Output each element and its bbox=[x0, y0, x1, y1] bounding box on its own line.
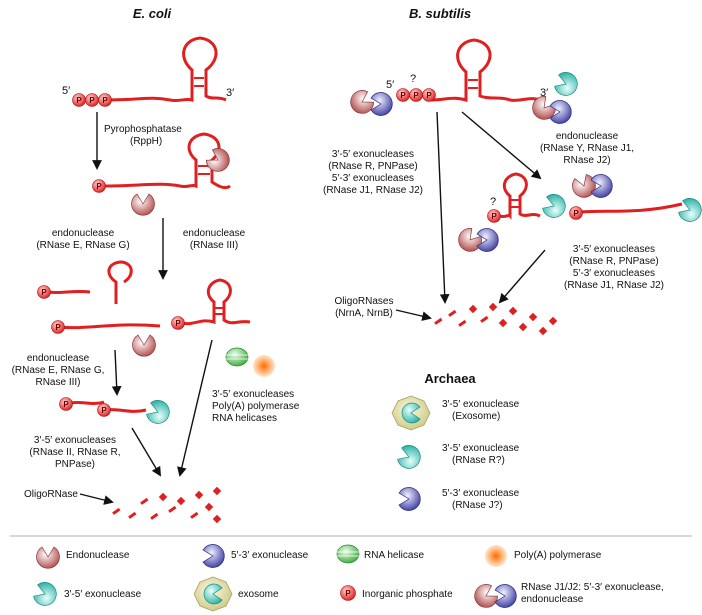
bsub-exoleft-3: 5′-3′ exonucleases bbox=[332, 173, 414, 184]
exo-line3: PNPase) bbox=[55, 459, 95, 470]
bsub-exoright-3: 5′-3′ exonucleases bbox=[573, 268, 655, 279]
poly-line1: 3′-5′ exonucleases bbox=[212, 389, 294, 400]
p-label: P bbox=[573, 209, 579, 218]
bsub-5prime: 5′ bbox=[386, 79, 394, 91]
ecoli-helpers bbox=[225, 347, 275, 377]
archaea-rnaseR-1: 3′-5′ exonuclease bbox=[442, 443, 520, 454]
bsub-nucleotides bbox=[434, 302, 558, 336]
arrow-bsub-left bbox=[436, 111, 450, 304]
arrow-bsub-oligo bbox=[395, 309, 432, 321]
p-label: P bbox=[76, 96, 82, 105]
arrow-bsub-endoY bbox=[461, 111, 542, 180]
legend-rnaseJ-1: RNase J1/J2: 5′-3′ exonuclease, bbox=[521, 582, 664, 593]
bsub-3prime: 3′ bbox=[540, 87, 548, 99]
ecoli-5prime: 5′ bbox=[62, 85, 70, 97]
bsub-exoright-4: (RNase J1, RNase J2) bbox=[564, 280, 664, 291]
p-label: P bbox=[41, 288, 47, 297]
bsub-endoY-3: RNase J2) bbox=[563, 155, 610, 166]
endo1-line1: endonuclease bbox=[52, 228, 115, 239]
phosphate-icon bbox=[340, 585, 356, 601]
bsub-exoright-2: (RNase R, PNPase) bbox=[569, 256, 658, 267]
arrow-endo2 bbox=[111, 349, 122, 396]
bsub-title: B. subtilis bbox=[409, 6, 471, 21]
archaea-title: Archaea bbox=[424, 371, 476, 386]
bsub-oligo-1: OligoRNases bbox=[335, 296, 394, 307]
poly-line2: Poly(A) polymerase bbox=[212, 401, 300, 412]
p-label: P bbox=[96, 182, 102, 191]
arrow-oligo bbox=[79, 493, 114, 505]
legend-phosphate: Inorganic phosphate bbox=[362, 589, 453, 600]
legend-rnaseJ-2: endonuclease bbox=[521, 594, 584, 605]
pyro-line2: (RppH) bbox=[130, 136, 162, 147]
ecoli-nucleotides bbox=[112, 486, 222, 524]
legend-helicase: RNA helicase bbox=[364, 550, 424, 561]
endo2-line2: (RNase E, RNase G, bbox=[12, 365, 105, 376]
legend-endonuclease: Endonuclease bbox=[66, 550, 130, 561]
arrow-bsub-right bbox=[498, 249, 546, 304]
p-label: P bbox=[345, 589, 351, 598]
endo3-line2: (RNase III) bbox=[190, 240, 238, 251]
archaea-rnaseR-2: (RNase R?) bbox=[452, 455, 505, 466]
bsub-oligo-2: (NrnA, NrnB) bbox=[335, 308, 393, 319]
archaea-rnaseR-icon bbox=[395, 442, 424, 473]
rnaseJ-icon bbox=[470, 580, 517, 612]
bsub-cleaved-fragments bbox=[453, 172, 702, 257]
endo2-line3: RNase III) bbox=[35, 377, 80, 388]
legend-polyA: Poly(A) polymerase bbox=[514, 550, 602, 561]
p-label: P bbox=[63, 400, 69, 409]
legend-exosome: exosome bbox=[238, 589, 279, 600]
p-label: P bbox=[101, 406, 107, 415]
bsub-exoleft-1: 3′-5′ exonucleases bbox=[332, 149, 414, 160]
bsub-initial-rna bbox=[346, 38, 581, 125]
arrow-exo bbox=[131, 427, 162, 477]
polyA-icon bbox=[485, 545, 507, 567]
endonuclease-icon bbox=[36, 546, 60, 569]
ecoli-small-fragments bbox=[59, 397, 173, 428]
ecoli-initial-rna bbox=[72, 36, 227, 107]
ecoli-3prime: 3′ bbox=[226, 87, 234, 99]
bsub-exoright-1: 3′-5′ exonucleases bbox=[573, 244, 655, 255]
exo-line2: (RNase II, RNase R, bbox=[29, 447, 120, 458]
bsub-question-2: ? bbox=[490, 196, 496, 208]
exo35-icon bbox=[31, 579, 60, 610]
bsub-endoY-2: (RNase Y, RNase J1, bbox=[540, 143, 634, 154]
legend-exo53: 5′-3′ exonuclease bbox=[231, 550, 309, 561]
p-label: P bbox=[102, 96, 108, 105]
p-label: P bbox=[55, 323, 61, 332]
ecoli-title: E. coli bbox=[133, 6, 172, 21]
legend-exo35: 3′-5′ exonuclease bbox=[64, 589, 142, 600]
archaea-rnaseJ-icon bbox=[398, 487, 421, 511]
poly-line3: RNA helicases bbox=[212, 413, 277, 424]
bsub-exoleft-2: (RNase R, PNPase) bbox=[328, 161, 417, 172]
ecoli-oligo: OligoRNase bbox=[24, 489, 78, 500]
p-label: P bbox=[175, 319, 181, 328]
p-label: P bbox=[400, 91, 406, 100]
helicase-icon bbox=[336, 544, 360, 564]
ecoli-monophosphate-rna bbox=[92, 132, 234, 216]
archaea-rnaseJ-2: (RNase J?) bbox=[452, 500, 503, 511]
archaea-exosome-1: 3′-5′ exonuclease bbox=[442, 399, 520, 410]
p-label: P bbox=[491, 212, 497, 221]
p-label: P bbox=[89, 96, 95, 105]
p-label: P bbox=[426, 91, 432, 100]
exo53-icon bbox=[202, 544, 225, 568]
arrow-poly bbox=[177, 339, 213, 477]
bsub-question: ? bbox=[410, 73, 416, 85]
archaea-rnaseJ-1: 5′-3′ exonuclease bbox=[442, 488, 520, 499]
exo-line1: 3′-5′ exonucleases bbox=[34, 435, 116, 446]
archaea-exosome-icon bbox=[391, 395, 431, 431]
legend: Endonuclease 5′-3′ exonuclease RNA helic… bbox=[31, 544, 664, 612]
pyro-line1: Pyrophosphatase bbox=[104, 124, 182, 135]
archaea-exosome-2: (Exosome) bbox=[452, 411, 500, 422]
p-label: P bbox=[413, 91, 419, 100]
bsub-endoY-1: endonuclease bbox=[556, 131, 619, 142]
endo3-line1: endonuclease bbox=[183, 228, 246, 239]
ecoli-cleaved-fragments bbox=[37, 260, 251, 357]
endo2-line1: endonuclease bbox=[27, 353, 90, 364]
bsub-exoleft-4: (RNase J1, RNase J2) bbox=[323, 185, 423, 196]
exosome-icon bbox=[193, 576, 233, 612]
endo1-line2: (RNase E, RNase G) bbox=[36, 240, 129, 251]
